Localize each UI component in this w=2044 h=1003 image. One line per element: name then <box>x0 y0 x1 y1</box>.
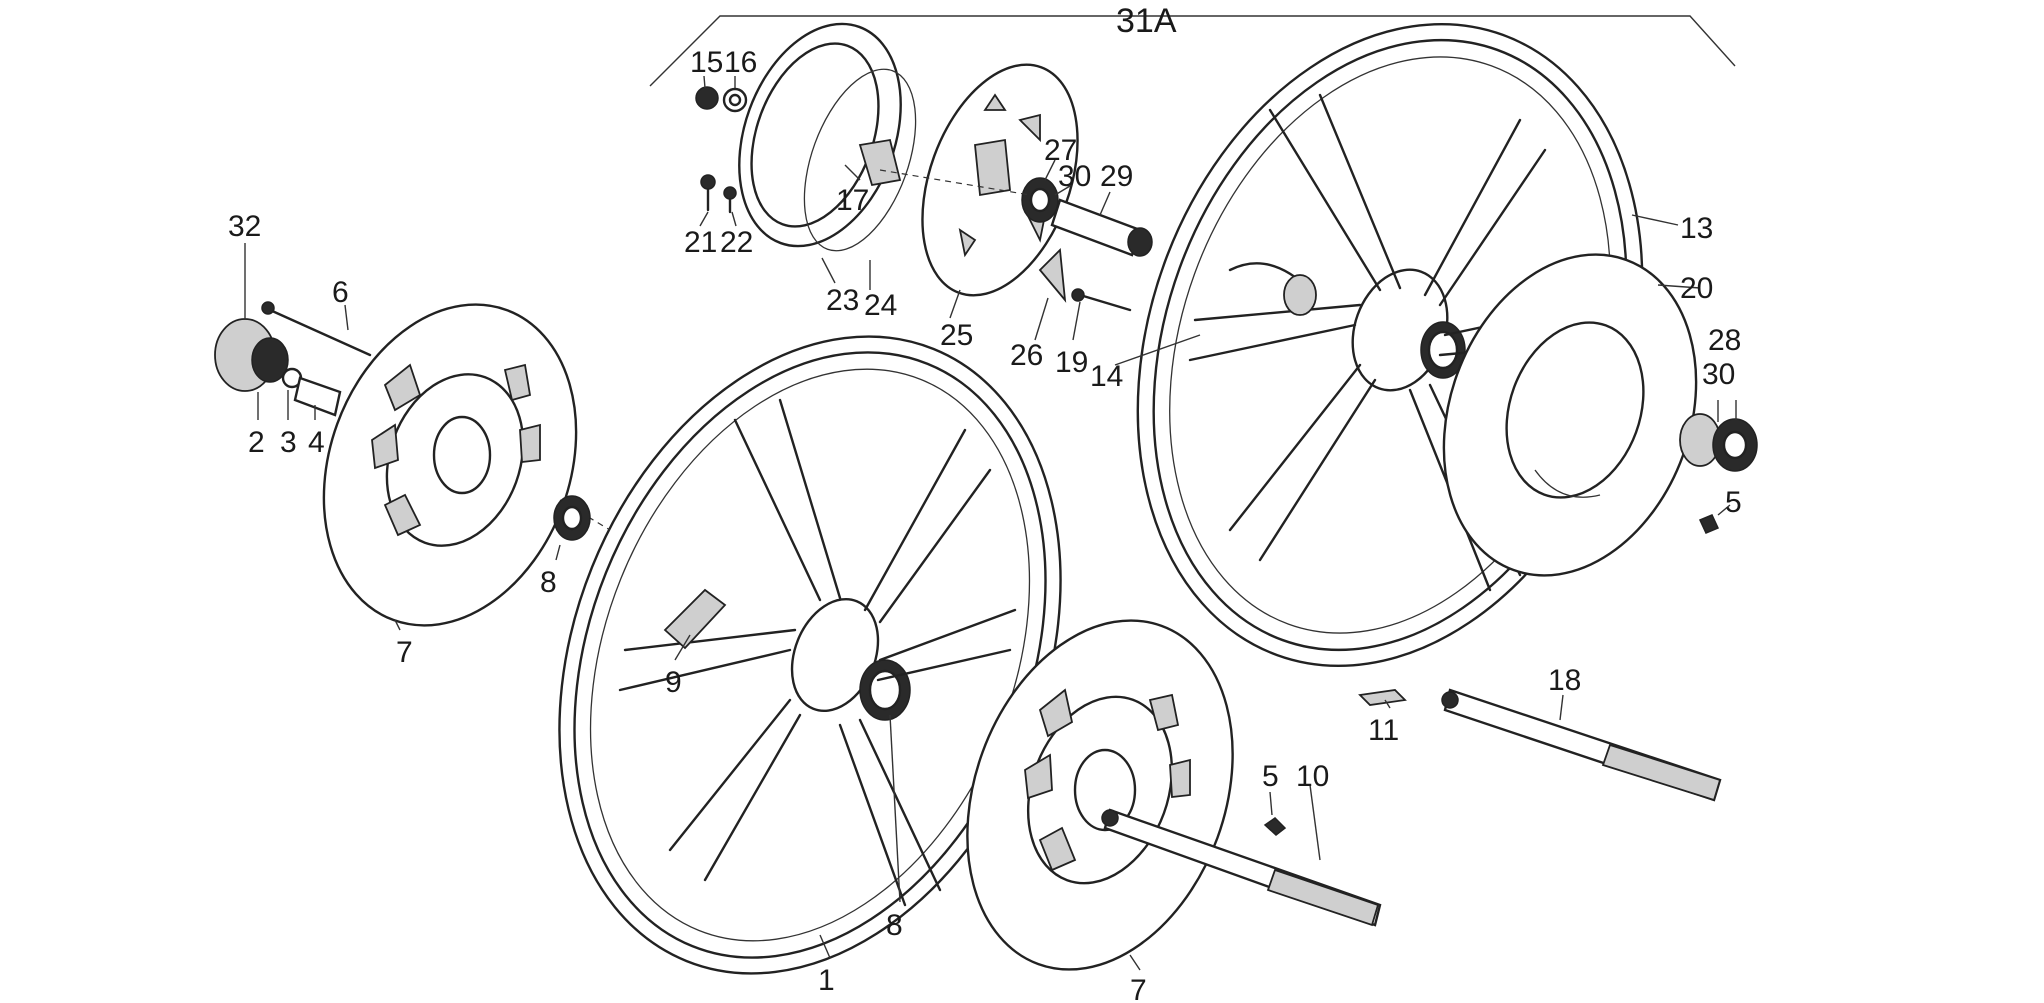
brake-disc-left <box>322 303 611 627</box>
label-30-right: 30 <box>1702 358 1735 391</box>
label-31a: 31A <box>1116 2 1177 40</box>
label-2: 2 <box>248 426 265 459</box>
label-29: 29 <box>1100 160 1133 193</box>
label-27: 27 <box>1044 134 1077 167</box>
label-18: 18 <box>1548 664 1581 697</box>
label-9: 9 <box>665 666 682 699</box>
leader-lines <box>244 75 1737 971</box>
part-labels: 31A 15 16 17 27 30 29 21 22 23 24 25 26 … <box>228 2 1742 1003</box>
label-21: 21 <box>684 226 717 259</box>
label-16: 16 <box>724 46 757 79</box>
label-6: 6 <box>332 276 349 309</box>
label-10: 10 <box>1296 760 1329 793</box>
rear-bearing <box>1679 413 1758 534</box>
label-17: 17 <box>836 184 869 217</box>
label-30-upper: 30 <box>1058 160 1091 193</box>
label-13: 13 <box>1680 212 1713 245</box>
brake-disc-bottom <box>966 619 1234 971</box>
label-11: 11 <box>1368 714 1399 747</box>
label-22: 22 <box>720 226 753 259</box>
label-5-right: 5 <box>1725 486 1742 519</box>
label-20: 20 <box>1680 272 1713 305</box>
axle-front <box>1101 808 1382 927</box>
left-hub-parts <box>214 301 372 417</box>
label-7-left: 7 <box>396 636 413 669</box>
label-14: 14 <box>1090 360 1123 393</box>
label-3: 3 <box>280 426 297 459</box>
label-8-bottom: 8 <box>886 909 903 942</box>
rear-disc <box>1442 253 1698 577</box>
label-19: 19 <box>1055 346 1088 379</box>
label-26: 26 <box>1010 339 1043 372</box>
assembly-bracket-31a <box>649 15 1736 87</box>
label-32: 32 <box>228 210 261 243</box>
label-28: 28 <box>1708 324 1741 357</box>
label-25: 25 <box>940 319 973 352</box>
label-1: 1 <box>818 964 835 997</box>
label-24: 24 <box>864 289 897 322</box>
label-7-bottom: 7 <box>1130 974 1147 1003</box>
sprocket-assembly <box>695 22 1153 312</box>
label-4: 4 <box>308 426 325 459</box>
label-23: 23 <box>826 284 859 317</box>
axle-rear <box>1441 688 1722 802</box>
label-5-bottom: 5 <box>1262 760 1279 793</box>
label-8-left: 8 <box>540 566 557 599</box>
label-15: 15 <box>690 46 723 79</box>
small-parts <box>1263 689 1407 836</box>
